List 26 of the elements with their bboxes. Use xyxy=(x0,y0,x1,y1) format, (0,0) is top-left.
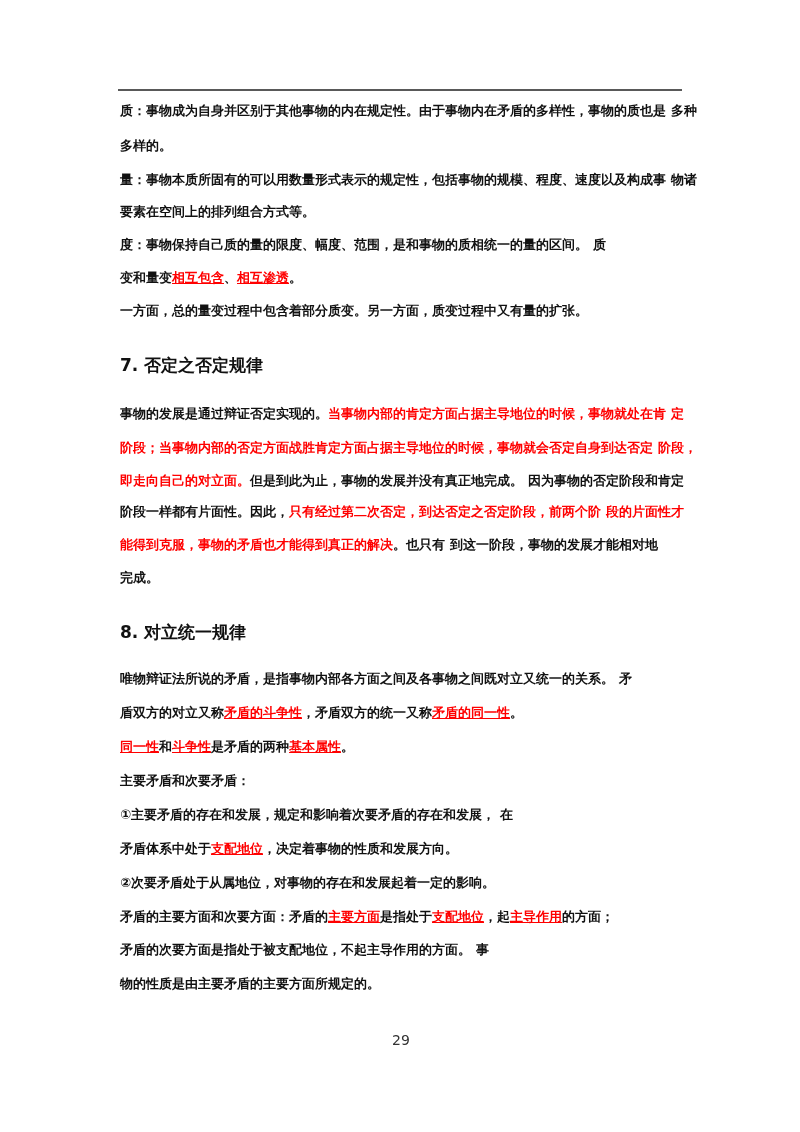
text-line: 同一性和斗争性是矛盾的两种基本属性。 xyxy=(120,738,354,756)
text-line: 量：事物本质所固有的可以用数量形式表示的规定性，包括事物的规模、程度、速度以及构成事 物诸 xyxy=(120,171,697,189)
text-line: ②次要矛盾处于从属地位，对事物的存在和发展起着一定的影响。 xyxy=(120,874,495,892)
text-line: 阶段一样都有片面性。因此，只有经过第二次否定，到达否定之否定阶段，前两个阶 段的片面性才 xyxy=(120,503,684,521)
text-line: 变和量变相互包含、相互渗透。 xyxy=(120,269,302,287)
text-line: 度：事物保持自己质的量的限度、幅度、范围，是和事物的质相统一的量的区间。 质 xyxy=(120,236,606,254)
text-line: 要素在空间上的排列组合方式等。 xyxy=(120,203,315,221)
text-line: 矛盾体系中处于支配地位，决定着事物的性质和发展方向。 xyxy=(120,840,458,858)
text-line: 物的性质是由主要矛盾的主要方面所规定的。 xyxy=(120,975,380,993)
text-line: 矛盾的次要方面是指处于被支配地位，不起主导作用的方面。 事 xyxy=(120,941,489,959)
page-number: 29 xyxy=(392,1031,410,1049)
text-line: 矛盾的主要方面和次要方面：矛盾的主要方面是指处于支配地位，起主导作用的方面； xyxy=(120,908,614,926)
text-line: 一方面，总的量变过程中包含着部分质变。另一方面，质变过程中又有量的扩张。 xyxy=(120,302,588,320)
text-line: 盾双方的对立又称矛盾的斗争性，矛盾双方的统一又称矛盾的同一性。 xyxy=(120,704,523,722)
text-line: 多样的。 xyxy=(120,137,172,155)
text-line: 主要矛盾和次要矛盾： xyxy=(120,772,250,790)
text-line: 事物的发展是通过辩证否定实现的。当事物内部的肯定方面占据主导地位的时候，事物就处在肯 定 xyxy=(120,405,684,423)
text-line: 能得到克服，事物的矛盾也才能得到真正的解决。也只有 到这一阶段，事物的发展才能相对地 xyxy=(120,536,658,554)
section-heading: 7. 否定之否定规律 xyxy=(120,356,264,374)
text-line: 质：事物成为自身并区别于其他事物的内在规定性。由于事物内在矛盾的多样性，事物的质也是 多种 xyxy=(120,102,697,120)
section-heading: 8. 对立统一规律 xyxy=(120,623,247,641)
text-line: 阶段；当事物内部的否定方面战胜肯定方面占据主导地位的时候，事物就会否定自身到达否定 阶段， xyxy=(120,439,697,457)
text-line: 即走向自己的对立面。但是到此为止，事物的发展并没有真正地完成。 因为事物的否定阶段和肯定 xyxy=(120,472,684,490)
text-line: ①主要矛盾的存在和发展，规定和影响着次要矛盾的存在和发展， 在 xyxy=(120,806,513,824)
text-line: 唯物辩证法所说的矛盾，是指事物内部各方面之间及各事物之间既对立又统一的关系。 矛 xyxy=(120,670,632,688)
text-line: 完成。 xyxy=(120,569,159,587)
